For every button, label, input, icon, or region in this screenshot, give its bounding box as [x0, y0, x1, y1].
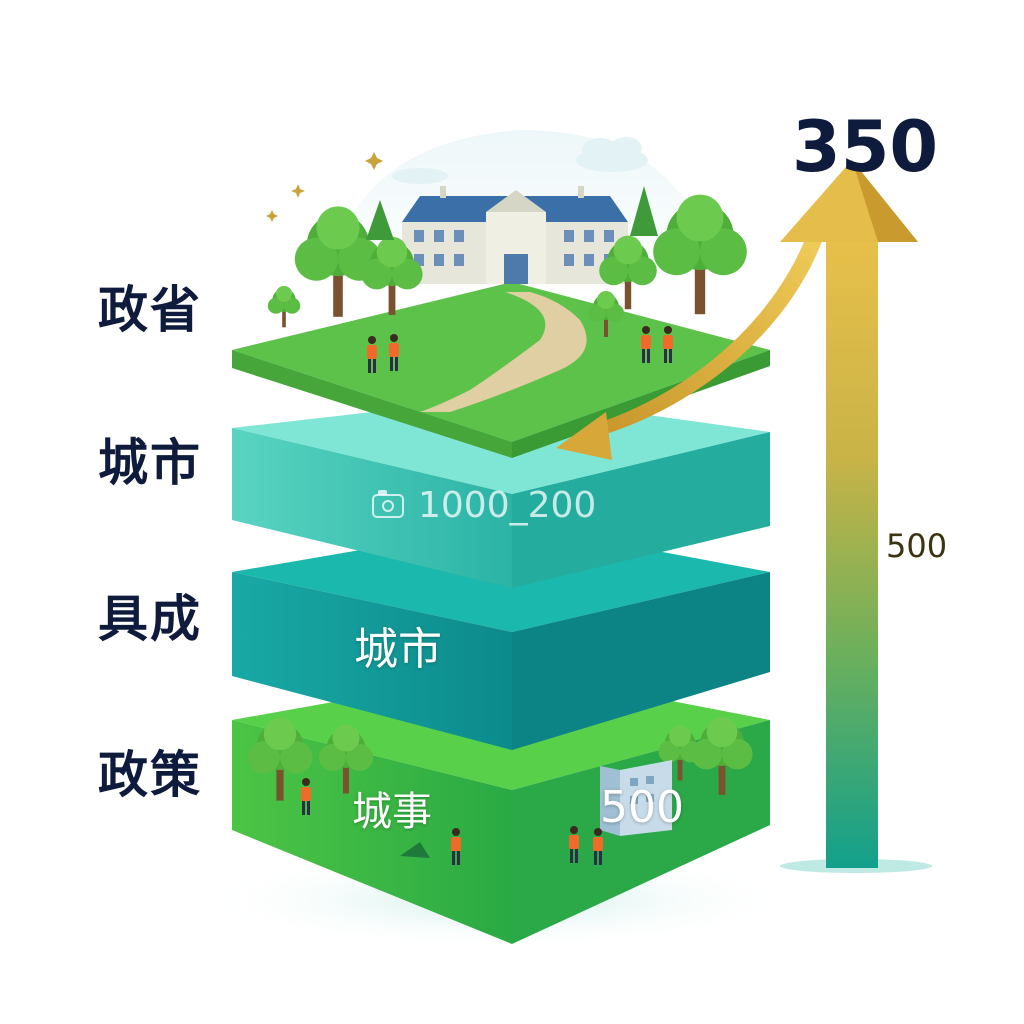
camera-icon	[372, 490, 404, 518]
layer-3-text: 城市	[354, 624, 442, 675]
axis-value: 500	[886, 527, 948, 565]
building-icon	[402, 186, 628, 284]
layer-4-right-text: 500	[600, 782, 684, 833]
garden-path	[420, 292, 587, 412]
layer-label-2: 城市	[98, 434, 202, 492]
watermark: 1000_200	[372, 488, 596, 524]
layer-label-1: 政省	[98, 281, 202, 339]
layer-label-4: 政策	[98, 746, 202, 804]
rising-arrow-icon	[780, 160, 918, 868]
building-icon	[600, 760, 672, 836]
curved-arrow-icon	[556, 232, 824, 460]
layer-4-left-text: 城事	[352, 789, 432, 835]
sparkle-icon	[266, 152, 383, 222]
watermark-text: 1000_200	[418, 485, 597, 526]
layer-1-slab	[232, 186, 770, 458]
cloud-icon	[392, 137, 648, 184]
layer-label-3: 具成	[98, 590, 202, 648]
peak-value: 350	[792, 106, 939, 188]
